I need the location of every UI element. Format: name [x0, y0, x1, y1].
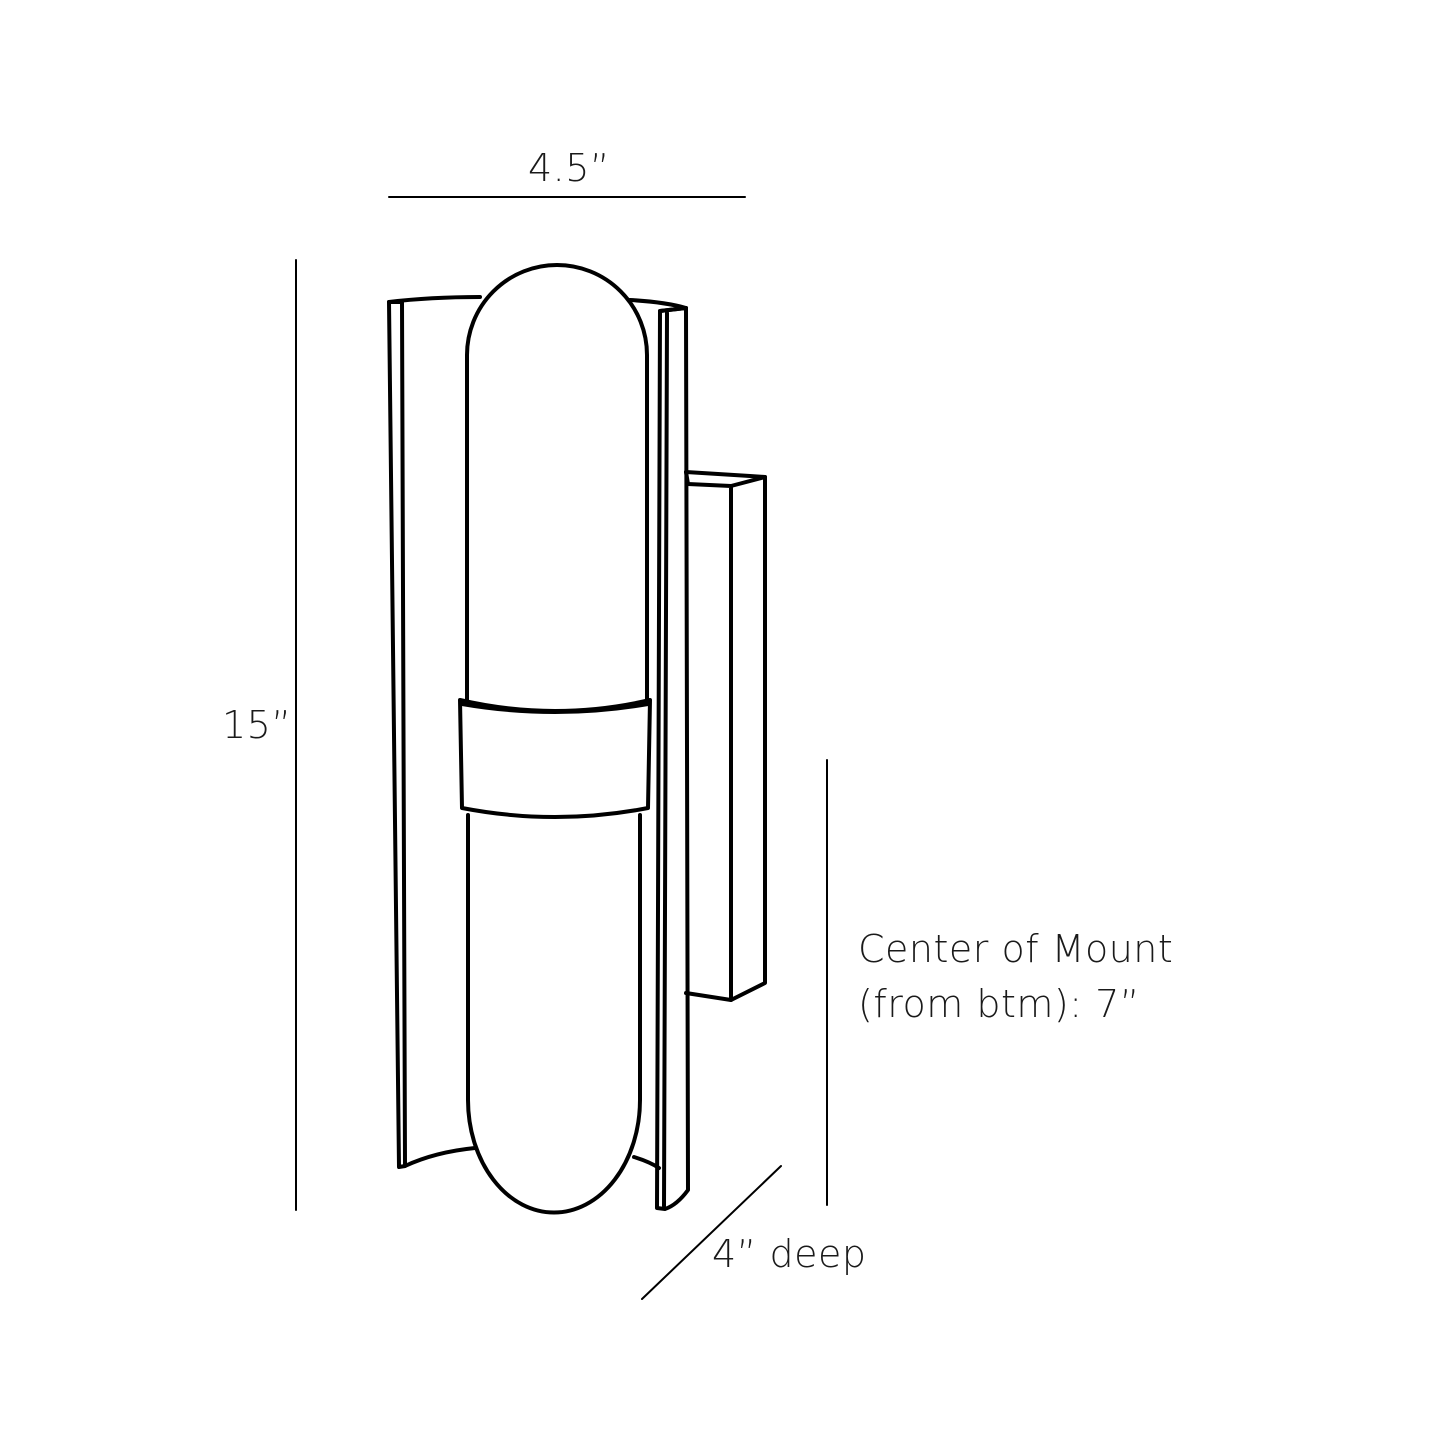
height-label: 15” [222, 703, 292, 747]
mount-label-line2: (from btm): 7” [858, 982, 1140, 1026]
width-label: 4.5” [528, 146, 611, 190]
depth-label: 4” deep [712, 1232, 867, 1276]
curved-shield [387, 295, 690, 1211]
mount-center-label: Center of Mount (from btm): 7” [858, 922, 1173, 1032]
wall-mount-backplate [684, 470, 767, 1002]
collar-band [458, 698, 652, 819]
depth-dimension-line [641, 1165, 782, 1300]
mount-label-line1: Center of Mount [858, 927, 1174, 971]
lower-glass-tube [466, 813, 642, 1215]
upper-glass-tube [460, 263, 650, 714]
